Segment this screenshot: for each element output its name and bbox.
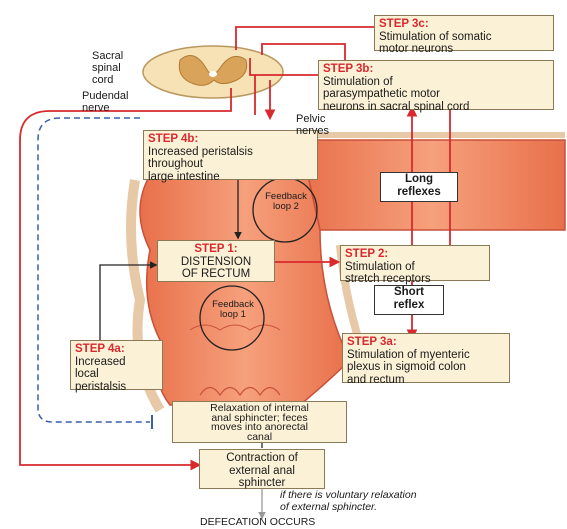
step-3a-text: Stimulation of myenteric plexus in sigmo… xyxy=(347,349,505,387)
step-4b-text: Increased peristalsis throughout large i… xyxy=(148,146,313,184)
relaxation-box: Relaxation of internal anal sphincter; f… xyxy=(172,401,347,443)
step-3c-label: STEP 3c: xyxy=(379,18,549,31)
step-4b-box: STEP 4b: Increased peristalsis throughou… xyxy=(143,130,318,180)
contraction-text: Contraction of external anal sphincter xyxy=(204,452,320,490)
feedback-loop-2-label: Feedback loop 2 xyxy=(258,192,314,212)
step-3a-label: STEP 3a: xyxy=(347,336,505,349)
voluntary-relaxation-note: if there is voluntary relaxation of exte… xyxy=(280,489,417,513)
step-3a-box: STEP 3a: Stimulation of myenteric plexus… xyxy=(342,333,510,383)
step-4b-label: STEP 4b: xyxy=(148,133,313,146)
long-reflexes-label: Long reflexes xyxy=(380,172,458,202)
step-3b-box: STEP 3b: Stimulation of parasympathetic … xyxy=(318,60,554,110)
step-1-box: STEP 1: DISTENSION OF RECTUM xyxy=(157,240,275,282)
relaxation-text: Relaxation of internal anal sphincter; f… xyxy=(177,404,342,442)
pelvic-nerves-label: Pelvic nerves xyxy=(296,113,329,137)
step-3b-label: STEP 3b: xyxy=(323,63,549,76)
defecation-occurs-label: DEFECATION OCCURS xyxy=(200,516,315,528)
step-1-label: STEP 1: xyxy=(162,243,270,256)
step-3b-text: Stimulation of parasympathetic motor neu… xyxy=(323,76,549,114)
feedback-loop-1-label: Feedback loop 1 xyxy=(205,300,261,320)
step-3c-text: Stimulation of somatic motor neurons xyxy=(379,31,549,56)
step-4a-box: STEP 4a: Increased local peristalsis xyxy=(70,340,163,390)
contraction-box: Contraction of external anal sphincter xyxy=(199,449,325,489)
step-4a-label: STEP 4a: xyxy=(75,343,158,356)
step-4a-text: Increased local peristalsis xyxy=(75,356,158,394)
sacral-spinal-cord-label: Sacral spinal cord xyxy=(92,50,123,86)
pudendal-nerve-label: Pudendal nerve xyxy=(82,90,129,114)
step-2-box: STEP 2: Stimulation of stretch receptors xyxy=(340,245,490,281)
step-1-text: DISTENSION OF RECTUM xyxy=(162,256,270,281)
short-reflex-label: Short reflex xyxy=(374,285,444,315)
step-3c-box: STEP 3c: Stimulation of somatic motor ne… xyxy=(374,15,554,51)
step-2-label: STEP 2: xyxy=(345,248,485,261)
step-2-text: Stimulation of stretch receptors xyxy=(345,261,485,286)
